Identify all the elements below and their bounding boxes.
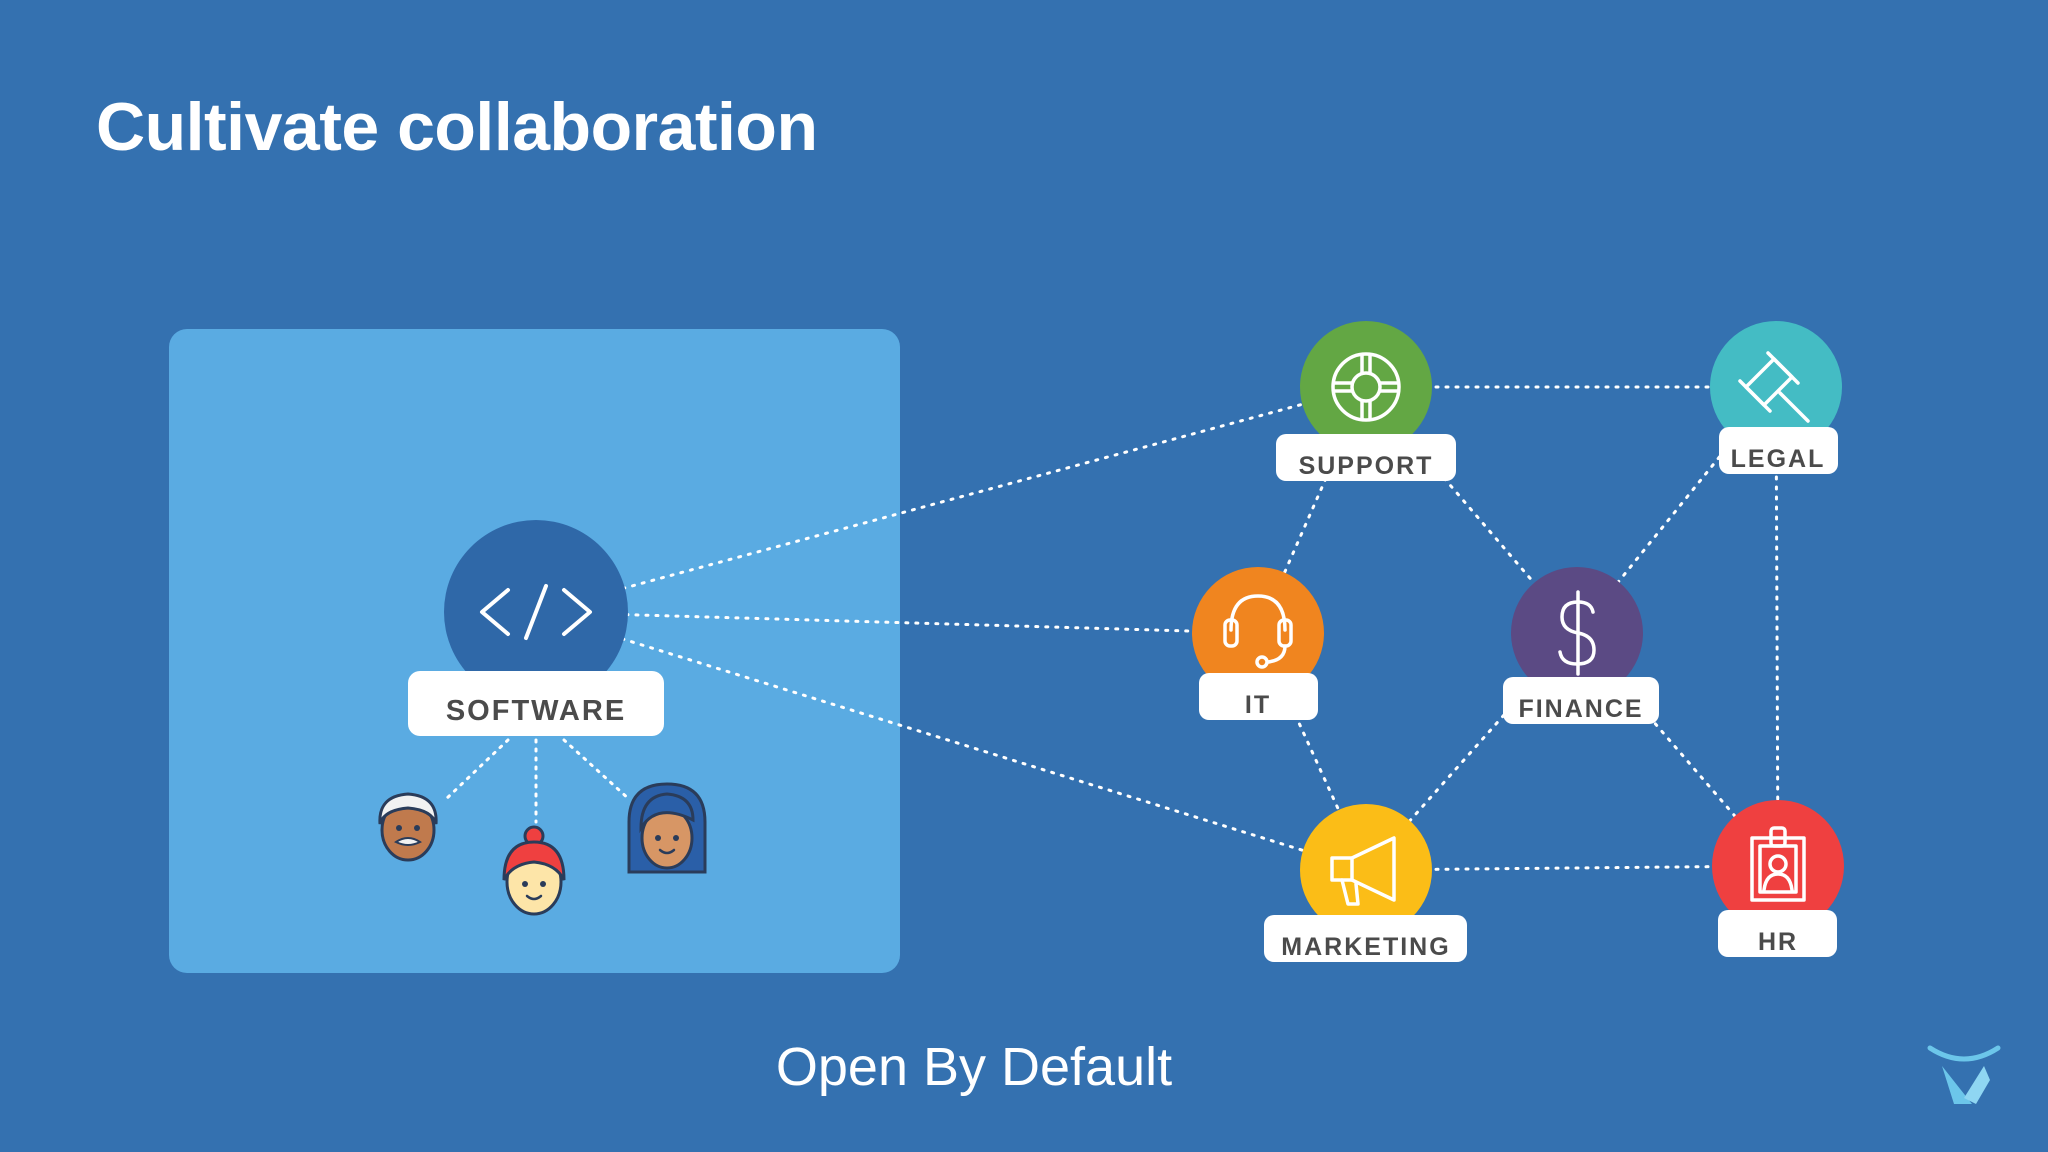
support-label-box — [1276, 434, 1456, 481]
software-label-box — [408, 671, 664, 736]
edge-software-it — [534, 610, 1260, 635]
marketing-label-box — [1264, 915, 1467, 962]
hr-circle — [1712, 800, 1844, 932]
older-man-avatar-icon — [377, 792, 439, 862]
legal-label-box — [1719, 427, 1838, 474]
node-finance[interactable]: FINANCE — [1503, 567, 1659, 724]
node-software[interactable]: SOFTWARE — [408, 520, 664, 736]
edge-marketing-hr — [1364, 864, 1780, 872]
it-label-box — [1199, 673, 1318, 720]
edge-software-support — [534, 385, 1368, 614]
id-badge-icon — [1750, 826, 1806, 902]
finance-label: FINANCE — [1518, 695, 1643, 723]
lifebuoy-icon — [1331, 352, 1401, 422]
node-it[interactable]: IT — [1192, 567, 1324, 720]
node-legal[interactable]: LEGAL — [1710, 321, 1842, 474]
dollar-icon — [1558, 590, 1596, 676]
slide-subtitle: Open By Default — [775, 1037, 1173, 1097]
legal-label: LEGAL — [1731, 445, 1826, 473]
headset-icon — [1223, 594, 1293, 669]
hr-label: HR — [1758, 928, 1798, 956]
node-marketing[interactable]: MARKETING — [1264, 804, 1467, 962]
hr-label-box — [1718, 910, 1837, 957]
node-hr[interactable]: HR — [1712, 800, 1844, 957]
marketing-label: MARKETING — [1281, 933, 1450, 961]
code-brackets-icon — [480, 584, 592, 640]
it-circle — [1192, 567, 1324, 699]
blue-hair-woman-avatar-icon — [627, 782, 707, 874]
node-support[interactable]: SUPPORT — [1276, 321, 1456, 481]
support-circle — [1300, 321, 1432, 453]
team-connectors — [443, 738, 632, 824]
marketing-circle — [1300, 804, 1432, 936]
gavel-icon — [1738, 351, 1810, 423]
slide-title: Cultivate collaboration — [96, 89, 818, 165]
finance-label-box — [1503, 677, 1659, 724]
it-label: IT — [1245, 691, 1271, 719]
software-label: SOFTWARE — [446, 695, 626, 727]
atlassian-logo-icon — [1927, 1045, 2001, 1104]
red-hair-woman-avatar-icon — [502, 825, 566, 916]
megaphone-icon — [1330, 836, 1396, 906]
support-label: SUPPORT — [1299, 452, 1434, 480]
